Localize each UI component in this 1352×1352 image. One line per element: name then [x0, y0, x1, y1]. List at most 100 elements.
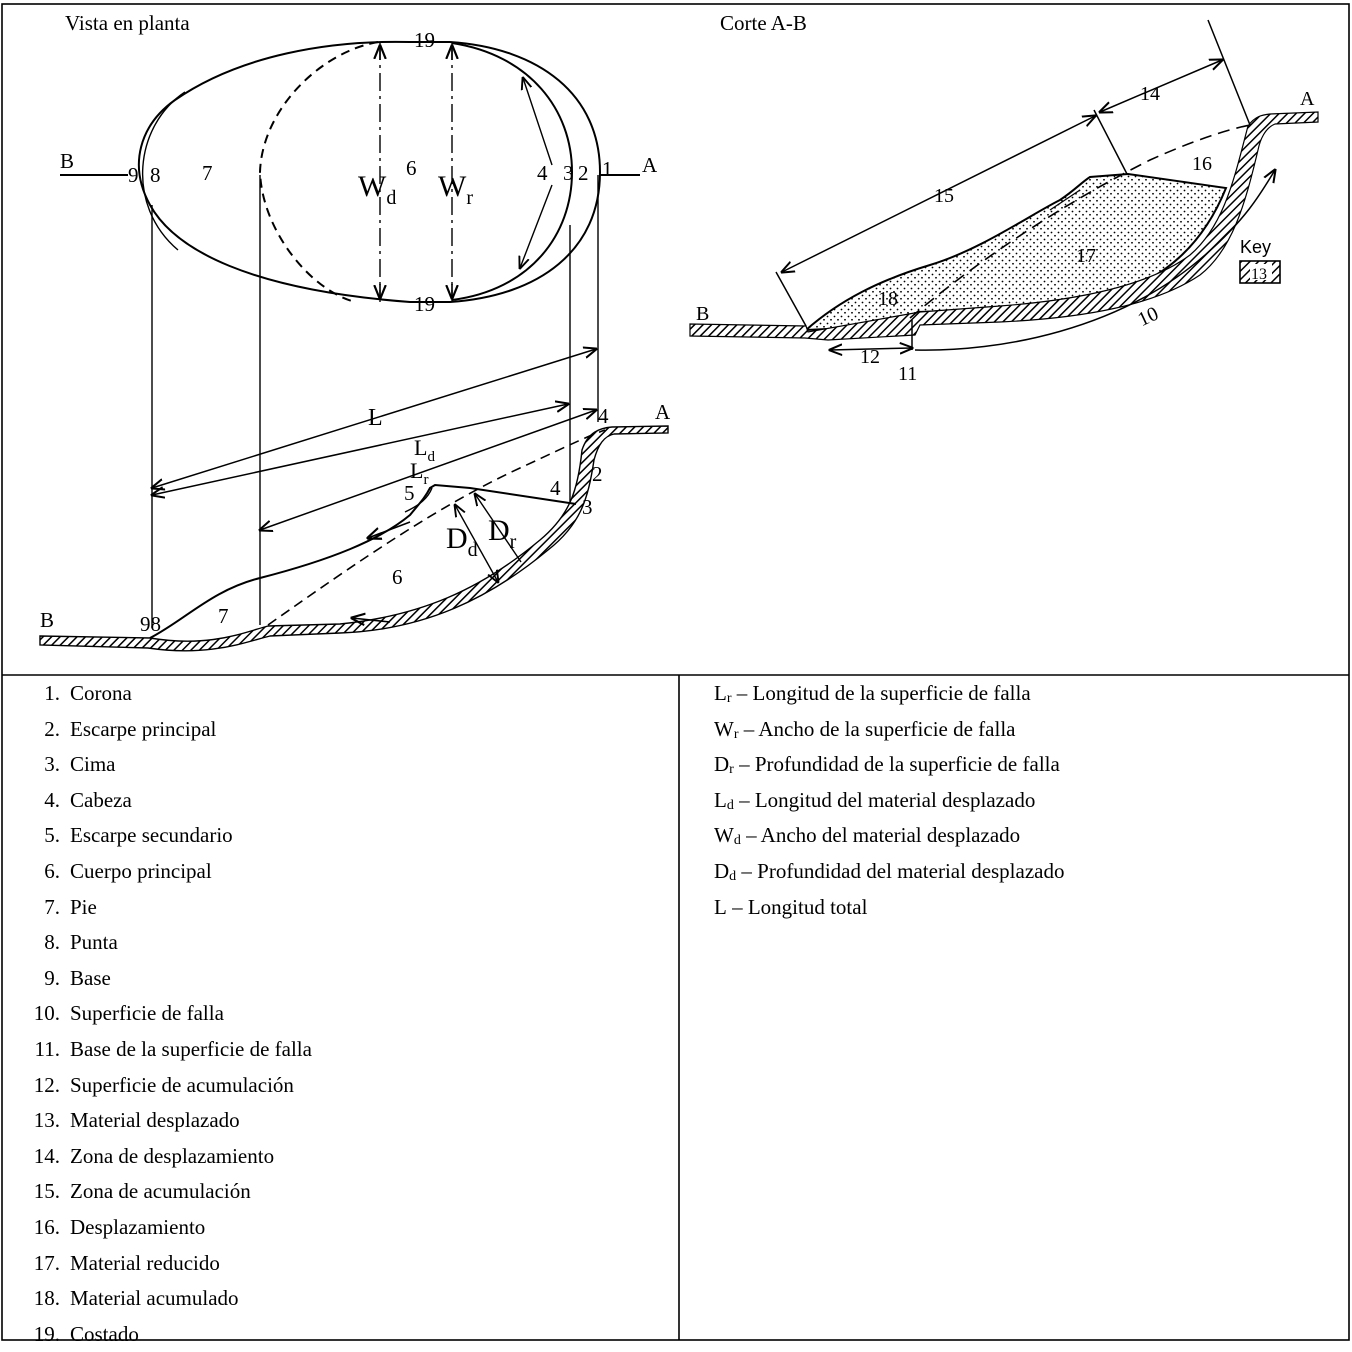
label-15: 15: [934, 185, 954, 207]
label-lr: Lr: [410, 458, 428, 488]
legend-item-label: Base de la superficie de falla: [70, 1036, 312, 1061]
label-17: 17: [1076, 245, 1096, 267]
legend-item: 14.Zona de desplazamiento: [22, 1139, 312, 1175]
legend-item: 6. Cuerpo principal: [22, 854, 312, 890]
symbol-subscript: d: [729, 868, 737, 884]
legend-item-label: Desplazamiento: [70, 1214, 206, 1239]
legend-item-label: Base: [70, 965, 111, 990]
legend-item-number: 5.: [44, 823, 60, 848]
legend-item-number: 13.: [33, 1108, 60, 1133]
symbol-name: Lr: [714, 681, 732, 706]
section-ab: Corte A-B: [689, 11, 1319, 350]
label-6-plan: 6: [406, 156, 417, 180]
legend-item: 19. Costado: [22, 1317, 312, 1352]
symbol-name: Dr: [714, 752, 734, 778]
legend-item-label: Pie: [70, 894, 97, 919]
symbol-description: – Ancho de la superficie de falla: [738, 716, 1016, 741]
legend-item: 3.Cima: [22, 747, 312, 783]
end-label-b-plan: B: [60, 149, 74, 173]
symbol-item: L – Longitud total: [714, 890, 1064, 926]
symbol-description: – Longitud total: [726, 894, 868, 919]
label-wd: Wd: [358, 170, 396, 209]
legend-item-label: Cima: [70, 752, 116, 777]
label-5-profile: 5: [404, 481, 415, 505]
label-2-profile: 2: [592, 462, 603, 486]
legend-item-number: 17.: [33, 1250, 60, 1275]
label-98-profile: 98: [140, 612, 161, 636]
legend-numbered: 1.Corona 2. Escarpe principal 3.Cima 4. Cabez…: [22, 676, 312, 1352]
legend-item-label: Costado: [70, 1321, 139, 1346]
label-9-plan: 9: [128, 163, 139, 187]
legend-item: 1.Corona: [22, 676, 312, 712]
symbol-description: – Longitud de la superficie de falla: [731, 681, 1031, 705]
legend-item-label: Superficie de acumulación: [70, 1072, 294, 1097]
legend-item-number: 4.: [44, 787, 60, 812]
profile-ground: [39, 425, 669, 652]
label-19-top: 19: [414, 28, 435, 52]
symbol-subscript: d: [733, 833, 741, 849]
label-3-plan: 3: [563, 161, 574, 185]
legend-item-number: 16.: [33, 1214, 60, 1239]
legend-item-label: Superficie de falla: [70, 1001, 224, 1026]
label-7-plan: 7: [202, 161, 213, 185]
legend-item-label: Punta: [70, 930, 118, 955]
legend-item-label: Corona: [70, 681, 132, 705]
label-14: 14: [1140, 83, 1160, 105]
plan-width-arrows: [380, 46, 452, 298]
symbol-name: Ld: [714, 787, 734, 813]
legend-item-label: Material reducido: [70, 1250, 220, 1275]
label-8-plan: 8: [150, 163, 161, 187]
label-total-length: L: [368, 405, 383, 431]
label-10: 10: [1134, 303, 1161, 331]
legend-item-label: Zona de acumulación: [70, 1179, 251, 1204]
legend-item: 11. Base de la superficie de falla: [22, 1032, 312, 1068]
symbol-subscript: r: [726, 691, 732, 706]
legend-item: 18.Material acumulado: [22, 1281, 312, 1317]
label-dd: Dd: [446, 522, 478, 561]
label-wr: Wr: [438, 170, 473, 209]
legend-item: 4. Cabeza: [22, 783, 312, 819]
symbol-item: Dr – Profundidad de la superficie de fal…: [714, 747, 1064, 783]
legend-item: 8.Punta: [22, 925, 312, 961]
label-12: 12: [860, 346, 880, 368]
section-labels: B A 14 15 16 17 18 10 11 12 Key 13: [696, 83, 1315, 385]
legend-item-number: 6.: [44, 858, 60, 883]
label-13: 13: [1251, 266, 1267, 283]
profile-lines: [150, 349, 606, 639]
symbol-name: Wr: [714, 716, 739, 742]
label-19-bottom: 19: [414, 292, 435, 316]
symbol-subscript: d: [726, 797, 734, 813]
legend-item-number: 11.: [34, 1036, 60, 1061]
label-6-profile: 6: [392, 565, 403, 589]
legend-item-label: Cuerpo principal: [70, 858, 212, 883]
section-title: Corte A-B: [720, 11, 807, 35]
end-label-b-profile: B: [40, 608, 54, 632]
legend-item-number: 10.: [33, 1001, 60, 1026]
legend-item-label: Escarpe principal: [70, 716, 217, 741]
legend-item-label: Escarpe secundario: [70, 823, 233, 848]
legend-item-number: 2.: [44, 716, 60, 741]
symbol-description: – Longitud del material desplazado: [733, 787, 1036, 812]
end-label-a-section: A: [1300, 88, 1315, 110]
legend-item-label: Zona de desplazamiento: [70, 1143, 275, 1168]
legend-item-label: Cabeza: [70, 787, 132, 812]
legend-item-number: 9.: [44, 965, 60, 990]
legend-item: 5. Escarpe secundario: [22, 818, 312, 854]
legend-item-number: 12.: [33, 1072, 60, 1097]
label-3-profile: 3: [582, 495, 593, 519]
legend-item-number: 19.: [33, 1321, 60, 1346]
label-4-crown: 4: [598, 404, 609, 428]
plan-title: Vista en planta: [65, 11, 190, 35]
label-ld: Ld: [414, 435, 435, 465]
legend-item: 10. Superficie de falla: [22, 996, 312, 1032]
symbol-name: L: [714, 894, 727, 919]
legend-item-label: Material desplazado: [70, 1108, 240, 1133]
label-dr: Dr: [488, 514, 517, 553]
legend-item-number: 15.: [33, 1179, 60, 1204]
label-2-plan: 2: [578, 161, 589, 185]
legend-item-number: 7.: [44, 894, 60, 919]
end-label-b-section: B: [696, 303, 709, 325]
label-4-head: 4: [550, 476, 561, 500]
symbol-item: Wd – Ancho del material desplazado: [714, 818, 1064, 854]
